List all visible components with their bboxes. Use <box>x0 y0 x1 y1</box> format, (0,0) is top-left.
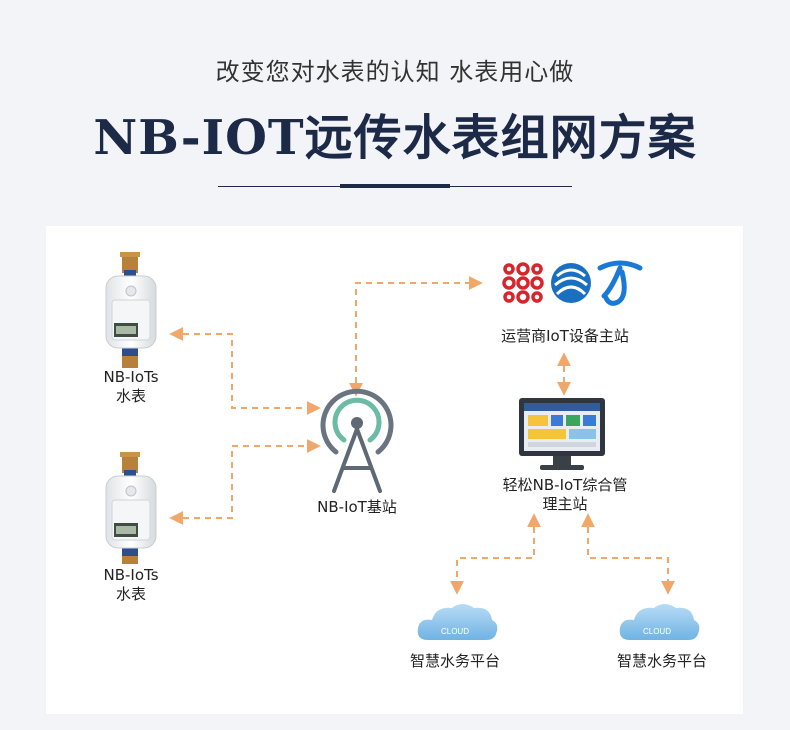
link-station-to-operator <box>349 276 483 397</box>
meter-2-label: NB-IoTs 水表 <box>91 566 171 604</box>
cloud-2-label: 智慧水务平台 <box>616 652 707 670</box>
operator-label: 运营商IoT设备主站 <box>501 327 629 345</box>
meter-1-label-line2: 水表 <box>115 387 146 405</box>
cloud-1-label: 智慧水务平台 <box>409 652 500 670</box>
management-label: 轻松NB-IoT综合管 理主站 <box>480 476 650 514</box>
meter-2-label-line1: NB-IoTs <box>103 566 159 584</box>
connection-lines <box>169 276 675 595</box>
china-mobile-logo-icon <box>551 263 591 303</box>
base-station-label: NB-IoT基站 <box>317 498 397 516</box>
management-label-line2: 理主站 <box>542 495 588 513</box>
cloud-1-icon: CLOUD <box>417 604 498 640</box>
water-meter-2 <box>105 452 157 564</box>
page-title: NB-IOT远传水表组网方案 <box>93 110 697 166</box>
china-unicom-logo-icon <box>502 262 544 304</box>
meter-1-label-line1: NB-IoTs <box>103 368 159 386</box>
cloud-1-icon-text: CLOUD <box>441 627 469 636</box>
cloud-2-icon-text: CLOUD <box>643 627 671 636</box>
cloud-2-icon: CLOUD <box>619 604 700 640</box>
title-divider-accent <box>340 184 450 188</box>
water-meter-1 <box>105 252 157 368</box>
link-management-to-cloud2 <box>581 513 675 595</box>
page-subtitle: 改变您对水表的认知 水表用心做 <box>215 58 575 86</box>
meter-2-label-line2: 水表 <box>115 585 146 603</box>
china-telecom-logo-icon <box>597 260 643 306</box>
link-management-to-cloud1 <box>450 513 541 595</box>
management-label-line1: 轻松NB-IoT综合管 <box>502 476 628 494</box>
link-meter1-to-station <box>169 327 321 415</box>
management-monitor-icon <box>519 398 605 470</box>
meter-1-label: NB-IoTs 水表 <box>91 368 171 406</box>
base-station-tower-icon <box>320 388 394 493</box>
